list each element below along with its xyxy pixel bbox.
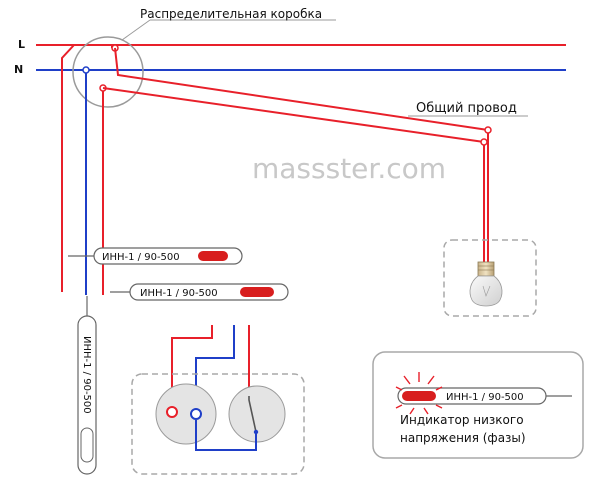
- legend-box: [372, 351, 584, 459]
- legend-line-1: Индикатор низкого: [400, 413, 524, 427]
- socket-switch-frame: [131, 373, 305, 475]
- common-wire-1: [114, 47, 489, 262]
- socket-phase-wire: [171, 325, 213, 412]
- switch-terminal: [253, 429, 259, 435]
- common-wire-terminal-2: [480, 138, 488, 146]
- glow-rays-icon: [395, 372, 443, 415]
- phase-drop-left: [61, 44, 75, 292]
- common-wire-terminal-1: [484, 126, 492, 134]
- voltage-tester-2: ИНН-1 / 90-500: [110, 283, 289, 301]
- tester-1-lamp: [198, 251, 228, 261]
- junction-terminal-neutral: [82, 66, 90, 74]
- legend-tester-label: ИНН-1 / 90-500: [446, 392, 524, 403]
- tester-1-label: ИНН-1 / 90-500: [102, 252, 180, 263]
- tester-3-label: ИНН-1 / 90-500: [81, 336, 92, 414]
- legend-tester: ИНН-1 / 90-500: [395, 372, 572, 415]
- legend-tester-lamp: [402, 391, 436, 401]
- junction-box-label: Распределительная коробка: [140, 7, 322, 21]
- switch-contact: [248, 396, 257, 433]
- voltage-tester-1: ИНН-1 / 90-500: [68, 247, 243, 265]
- tester-2-label: ИНН-1 / 90-500: [140, 288, 218, 299]
- neutral-line-label: N: [14, 63, 23, 76]
- common-wire-label: Общий провод: [416, 101, 517, 116]
- junction-box: [72, 36, 144, 108]
- tester-2-lamp: [240, 287, 274, 297]
- socket-neutral-wire: [195, 325, 235, 412]
- socket-neutral-terminal: [190, 408, 202, 420]
- watermark: massster.com: [252, 152, 446, 185]
- light-bulb-icon: [469, 261, 503, 307]
- junction-box-leader: [121, 19, 151, 41]
- socket-phase-terminal: [166, 406, 178, 418]
- legend-line-2: напряжения (фазы): [400, 431, 526, 445]
- socket-switch-link: [195, 420, 257, 451]
- phase-line-label: L: [18, 38, 25, 51]
- tester-3-lamp: [80, 427, 94, 463]
- voltage-tester-3: ИНН-1 / 90-500: [77, 296, 97, 475]
- socket: [155, 383, 217, 445]
